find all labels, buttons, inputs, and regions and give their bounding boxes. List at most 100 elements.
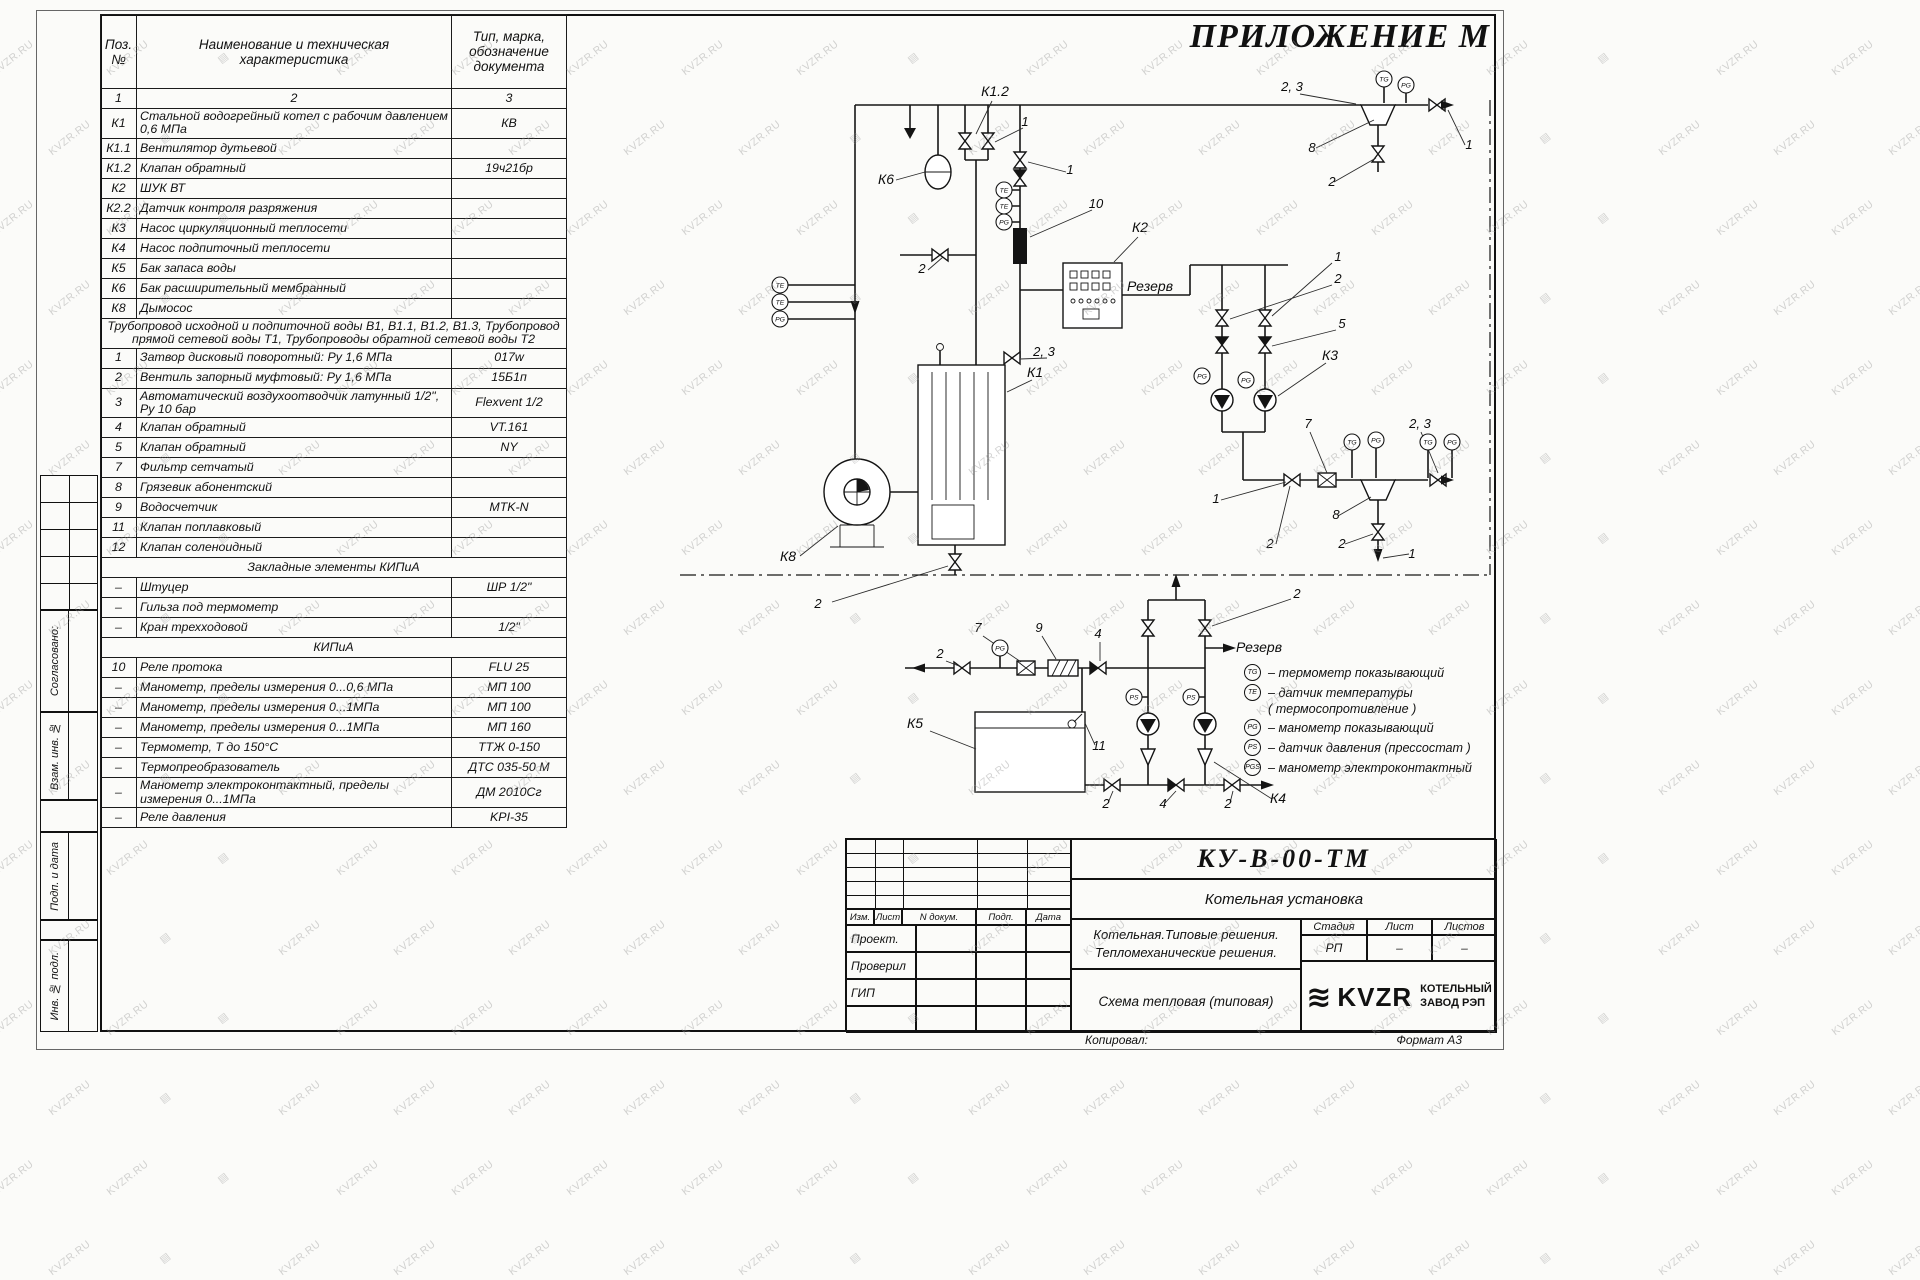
watermark-tile: KVZR.RU [1714,198,1762,238]
spec-cell-name: Автоматический воздухоотводчик латунный … [136,387,452,419]
spec-cell-pos: – [100,717,137,739]
spec-cell-name: Манометр, пределы измерения 0...1МПа [136,697,452,719]
watermark-tile: KVZR.RU [1254,1158,1302,1198]
spec-cell-name: Реле давления [136,807,452,829]
spec-cell-pos: 2 [100,367,137,389]
spec-header-pos: Поз. № [100,14,137,89]
legend-text: – манометр показывающий [1268,720,1434,735]
watermark-tile: KVZR.RU [0,358,37,398]
watermark-tile: KVZR.RU [0,198,37,238]
title-block: Изм. Лист N докум. Подп. Дата Проект. Пр… [845,838,1497,1033]
watermark-tile: KVZR.RU [1311,1078,1359,1118]
watermark-tile: KVZR.RU [334,1158,382,1198]
spec-cell-pos: К2.2 [100,197,137,219]
spec-cell-type: 19ч21бр [451,157,567,179]
legend-ps-icon: PS [1244,739,1261,756]
spec-cell-type: KPI-35 [451,807,567,829]
description: Котельная.Типовые решения. Тепломеханиче… [1071,919,1301,969]
spec-cell-pos: К8 [100,297,137,319]
legend-text: ( термосопротивление ) [1268,702,1417,716]
watermark-tile: KVZR.RU [449,1158,497,1198]
margin-label: Согласовано: [48,625,61,697]
legend-tg-icon: TG [1244,664,1261,681]
watermark-tile: ▤ [157,1250,174,1266]
watermark-tile: KVZR.RU [1714,838,1762,878]
spec-cell-pos: 3 [100,387,137,419]
cell-empty [1026,979,1071,1006]
spec-cell-type: 15Б1п [451,367,567,389]
spec-cell-name: Клапан обратный [136,417,452,439]
spec-cell-pos: К5 [100,257,137,279]
spec-cell-name: Манометр, пределы измерения 0...1МПа [136,717,452,739]
cell-empty [846,1006,916,1033]
watermark-tile: KVZR.RU [1081,1238,1129,1278]
watermark-tile: KVZR.RU [794,1158,842,1198]
spec-cell-type: ШР 1/2" [451,577,567,599]
margin-box-inv-orig: Инв. № подл. [40,940,98,1032]
watermark-tile: KVZR.RU [0,998,37,1038]
watermark-tile: KVZR.RU [1771,758,1819,798]
spec-cell-pos: 11 [100,517,137,539]
spec-cell-name: Кран трехходовой [136,617,452,639]
spec-cell-type: МП 160 [451,717,567,739]
watermark-tile: KVZR.RU [1484,1158,1532,1198]
role-gip: ГИП [846,979,916,1006]
copied-by-label: Копировал: [1085,1032,1149,1047]
spec-cell-type: ТТЖ 0-150 [451,737,567,759]
watermark-tile: KVZR.RU [1714,678,1762,718]
legend-text: – термометр показывающий [1268,665,1445,680]
watermark-tile: KVZR.RU [564,1158,612,1198]
spec-cell-pos: 5 [100,437,137,459]
role-proveril: Проверил [846,952,916,979]
legend-text: – датчик давления (прессостат ) [1268,740,1471,755]
spec-cell-type [451,217,567,239]
spec-cell-name: Штуцер [136,577,452,599]
spec-cell-pos: К1.1 [100,137,137,159]
role-proekt: Проект. [846,925,916,952]
watermark-tile: KVZR.RU [1771,918,1819,958]
watermark-tile: KVZR.RU [391,1078,439,1118]
spec-cell-pos: К1 [100,108,137,139]
spec-cell-name: Клапан соленоидный [136,537,452,559]
spec-cell-pos: – [100,757,137,779]
watermark-tile: KVZR.RU [1311,1238,1359,1278]
watermark-tile: KVZR.RU [736,1078,784,1118]
spec-header-type: Тип, марка, обозначение документа [451,14,567,89]
margin-box-sign-date: Подп. и дата [40,832,98,920]
watermark-tile: ▤ [847,1090,864,1106]
spec-header-name: Наименование и техническая характеристик… [136,14,452,89]
cell-empty [916,952,976,979]
format-label: Формат А3 [1396,1032,1462,1047]
watermark-tile: KVZR.RU [0,38,37,78]
cell-empty [976,1006,1026,1033]
spec-cell-name: Фильтр сетчатый [136,457,452,479]
watermark-tile: KVZR.RU [1771,118,1819,158]
stage-header: Стадия [1301,919,1367,935]
spec-cell-pos: К6 [100,277,137,299]
legend-pgs-icon: PGS [1244,759,1261,776]
cell-empty [1026,925,1071,952]
watermark-tile: KVZR.RU [1714,518,1762,558]
watermark-tile: KVZR.RU [1196,1238,1244,1278]
watermark-tile: KVZR.RU [1369,1158,1417,1198]
company-logo-cell: ≋ KVZR КОТЕЛЬНЫЙ ЗАВОД РЭП [1301,961,1497,1033]
spec-row: –Манометр электроконтактный, пределы изм… [100,777,567,809]
document-number: КУ-В-00-ТМ [1071,839,1497,879]
spec-cell-name: ШУК ВТ [136,177,452,199]
spec-cell-type [451,457,567,479]
watermark-tile: KVZR.RU [679,1158,727,1198]
spec-cell-type: МП 100 [451,697,567,719]
watermark-tile: KVZR.RU [1656,278,1704,318]
spec-cell-name: Стальной водогрейный котел с рабочим дав… [136,108,452,139]
watermark-tile: KVZR.RU [1886,118,1920,158]
